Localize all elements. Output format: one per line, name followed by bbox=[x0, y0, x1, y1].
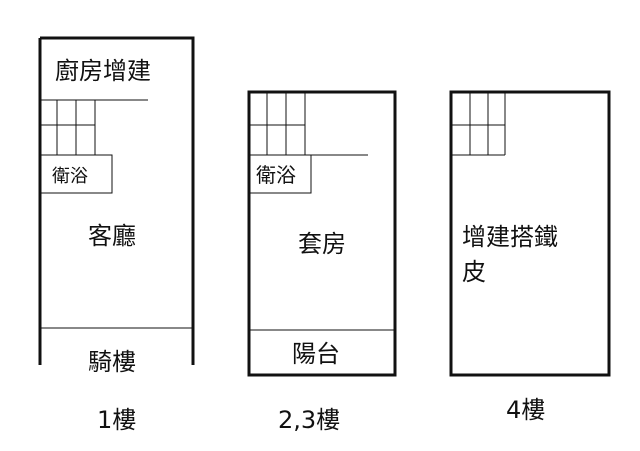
floor-1-caption: 1樓 bbox=[97, 406, 136, 434]
floor-2-3-stairs bbox=[249, 92, 368, 156]
floor-4-caption: 4樓 bbox=[506, 396, 545, 424]
floor-4-outer-wall bbox=[449, 90, 611, 377]
floor-1-outer-wall bbox=[38, 36, 195, 365]
floor-1-kitchen-extension-label: 廚房增建 bbox=[55, 57, 151, 85]
floor-2-3-bathroom-label: 衛浴 bbox=[256, 163, 296, 187]
floor-1-living-room-label: 客廳 bbox=[88, 222, 136, 250]
floor-2-3-plan bbox=[247, 90, 397, 377]
floor-2-3-suite-label: 套房 bbox=[298, 230, 346, 258]
floor-2-3-balcony-label: 陽台 bbox=[292, 340, 340, 368]
floor-2-3-outer-wall bbox=[247, 90, 397, 377]
floor-1-bathroom-box bbox=[39, 154, 113, 194]
floor-1-stairs bbox=[40, 99, 148, 156]
floor-4-iron-extension-label-line1: 增建搭鐵 bbox=[462, 223, 558, 251]
floor-1-arcade-label: 騎樓 bbox=[88, 348, 136, 376]
floor-4-stairs bbox=[451, 92, 506, 156]
floor-2-3-caption: 2,3樓 bbox=[278, 406, 340, 434]
floor-4-plan bbox=[449, 90, 611, 377]
floor-1-bathroom-label: 衛浴 bbox=[52, 166, 88, 187]
floor-2-3-bathroom-box bbox=[248, 154, 312, 194]
floor-1-plan bbox=[38, 36, 195, 365]
floor-4-iron-extension-label-line2: 皮 bbox=[462, 258, 486, 286]
